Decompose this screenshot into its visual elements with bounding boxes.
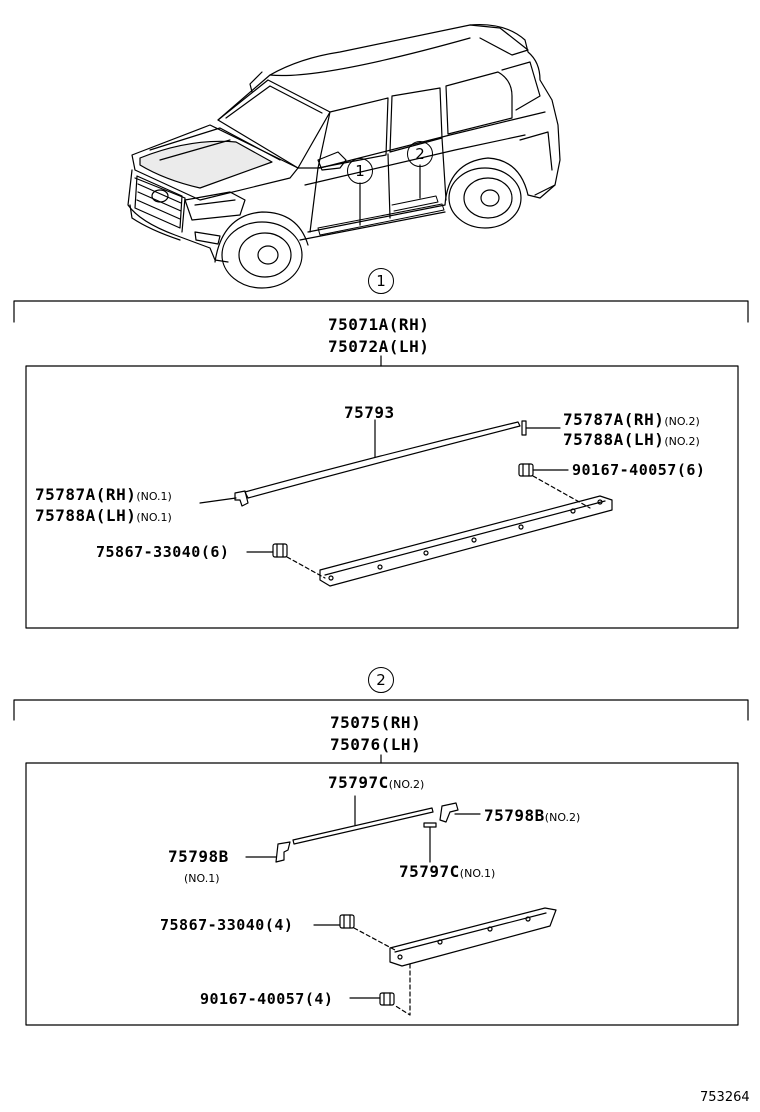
g2-clip-90167-qty: (4)	[304, 990, 334, 1008]
callout-1-section: 1	[368, 268, 394, 294]
end-rear-rh-row: 75787A(RH)(NO.2)	[563, 411, 700, 431]
clip-90167-qty: (6)	[676, 461, 706, 479]
clip-75867-row: 75867-33040(6)	[96, 543, 229, 561]
end-rear-lh-label: 75788A(LH)	[563, 430, 665, 449]
end-front-lh-row: 75788A(LH)(NO.1)	[35, 507, 172, 527]
clip-75867-label: 75867-33040	[96, 543, 201, 561]
pad-no2-drawing	[439, 802, 481, 823]
callout-1-near-car: 1	[347, 158, 373, 184]
g1-parent-rh-label: 75071A(RH)	[328, 315, 430, 334]
strip-no2-row: 75797C(NO.2)	[328, 774, 424, 794]
strip-no2-tag: (NO.2)	[388, 778, 425, 791]
end-rear-lh-tag: (NO.2)	[664, 435, 700, 448]
pad-no2-tag: (NO.2)	[544, 811, 581, 824]
clip-90167-label: 90167-40057	[572, 461, 677, 479]
pad-no2-label: 75798B	[484, 806, 545, 825]
end-front-rh-label: 75787A(RH)	[35, 485, 137, 504]
diagram-id: 753264	[700, 1090, 750, 1105]
moulding-75793-drawing	[244, 419, 521, 499]
pad-no1-label: 75798B	[168, 847, 229, 866]
vehicle-illustration	[127, 23, 561, 289]
clip-75867-drawing	[246, 543, 326, 579]
pad-no2-row: 75798B(NO.2)	[484, 807, 580, 827]
clip-75867-qty: (6)	[200, 543, 230, 561]
strip-no1-drawing	[423, 822, 437, 863]
pad-no1-drawing	[245, 841, 291, 863]
g2-clip-75867-row: 75867-33040(4)	[160, 916, 293, 934]
end-piece-no1-drawing	[199, 490, 249, 507]
end-front-rh-tag: (NO.1)	[136, 490, 172, 503]
g2-parent-lh-label: 75076(LH)	[330, 735, 422, 754]
group2-frame	[13, 699, 749, 1026]
pad-no1-tag: (NO.1)	[184, 872, 220, 885]
clip-90167-g2-drawing	[349, 963, 411, 1016]
moulding-75793-label: 75793	[344, 403, 395, 422]
g2-clip-75867-qty: (4)	[264, 916, 294, 934]
strip-no2-label: 75797C	[328, 773, 389, 792]
g2-clip-90167-label: 90167-40057	[200, 990, 305, 1008]
strip-no2-drawing	[292, 795, 434, 845]
callout-2-near-car: 2	[407, 141, 433, 167]
base-rail-75075-drawing	[389, 907, 557, 967]
g2-clip-90167-row: 90167-40057(4)	[200, 990, 333, 1008]
g1-parent-lh-label: 75072A(LH)	[328, 337, 430, 356]
strip-no1-row: 75797C(NO.1)	[399, 863, 495, 883]
end-front-lh-tag: (NO.1)	[136, 511, 172, 524]
end-rear-lh-row: 75788A(LH)(NO.2)	[563, 431, 700, 451]
clip-90167-row: 90167-40057(6)	[572, 461, 705, 479]
callout-2-section: 2	[368, 667, 394, 693]
end-rear-rh-tag: (NO.2)	[664, 415, 700, 428]
clip-75867-g2-drawing	[313, 914, 396, 951]
end-front-lh-label: 75788A(LH)	[35, 506, 137, 525]
strip-no1-tag: (NO.1)	[459, 867, 496, 880]
g2-parent-rh-label: 75075(RH)	[330, 713, 422, 732]
g2-clip-75867-label: 75867-33040	[160, 916, 265, 934]
end-rear-rh-label: 75787A(RH)	[563, 410, 665, 429]
group1-frame	[13, 300, 749, 629]
clip-90167-drawing	[518, 463, 591, 509]
end-piece-no2-drawing	[521, 420, 561, 436]
base-rail-75071-drawing	[319, 495, 613, 587]
end-front-rh-row: 75787A(RH)(NO.1)	[35, 486, 172, 506]
strip-no1-label: 75797C	[399, 862, 460, 881]
